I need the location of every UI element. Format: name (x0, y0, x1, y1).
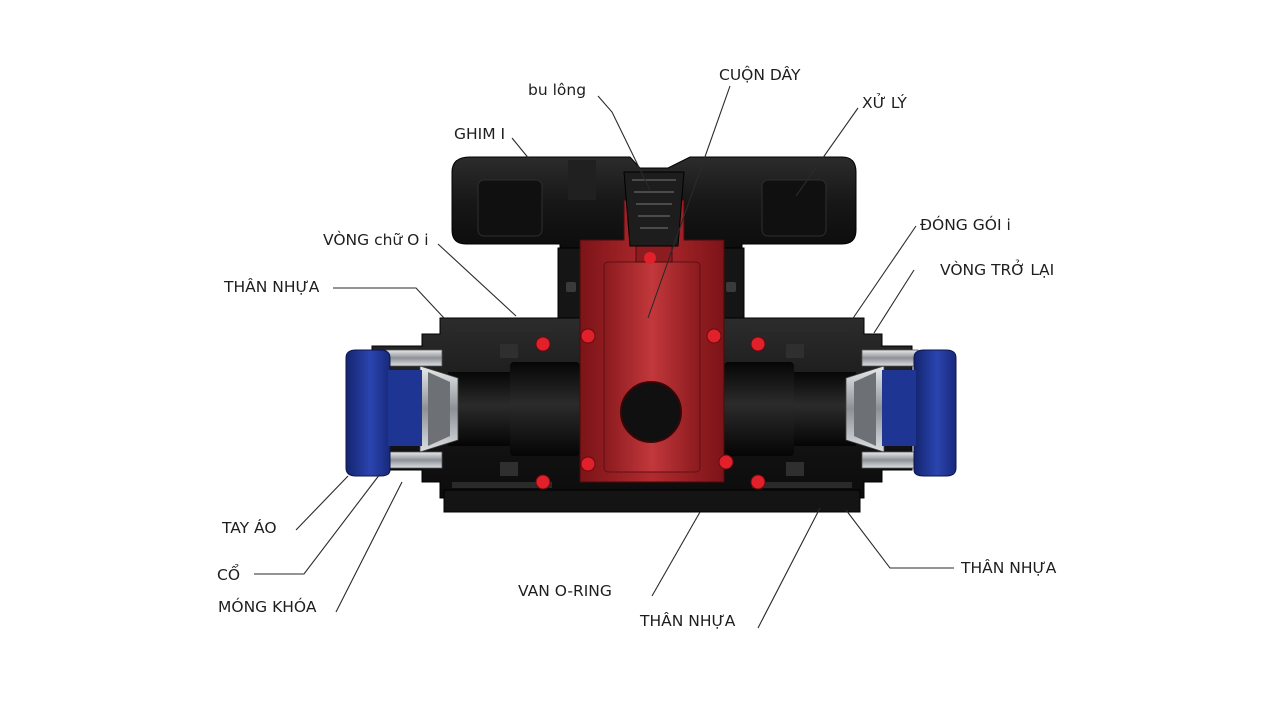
label-lock-claw: MÓNG KHÓA (218, 597, 317, 616)
label-handle: XỬ LÝ (862, 92, 907, 112)
leader-lines (254, 85, 954, 629)
label-plastic-body-top-left: THÂN NHỰA (223, 277, 320, 296)
label-o-ring-top: VÒNG chữ O i (323, 230, 429, 249)
label-collar: CỔ (217, 563, 240, 584)
label-sleeve: TAY ÁO (221, 518, 277, 537)
label-plastic-body-bottom: THÂN NHỰA (639, 611, 736, 630)
label-stem: CUỘN DÂY (719, 65, 801, 84)
valve-assembly (345, 156, 957, 513)
label-pin: GHIM I (454, 125, 505, 143)
label-packing: ĐÓNG GÓI i (920, 215, 1011, 234)
label-bolt: bu lông (528, 81, 586, 99)
right-fitting (845, 349, 957, 477)
label-valve-o-ring: VAN O-RING (518, 582, 612, 600)
callout-labels: bu lông CUỘN DÂY XỬ LÝ GHIM I VÒNG chữ O… (217, 65, 1057, 630)
label-return-ring: VÒNG TRỞ LẠI (940, 259, 1054, 279)
bolt (623, 171, 685, 264)
o-rings (535, 328, 766, 490)
label-plastic-body-right: THÂN NHỰA (960, 558, 1057, 577)
left-fitting (345, 349, 459, 477)
spool-stem (579, 199, 725, 483)
